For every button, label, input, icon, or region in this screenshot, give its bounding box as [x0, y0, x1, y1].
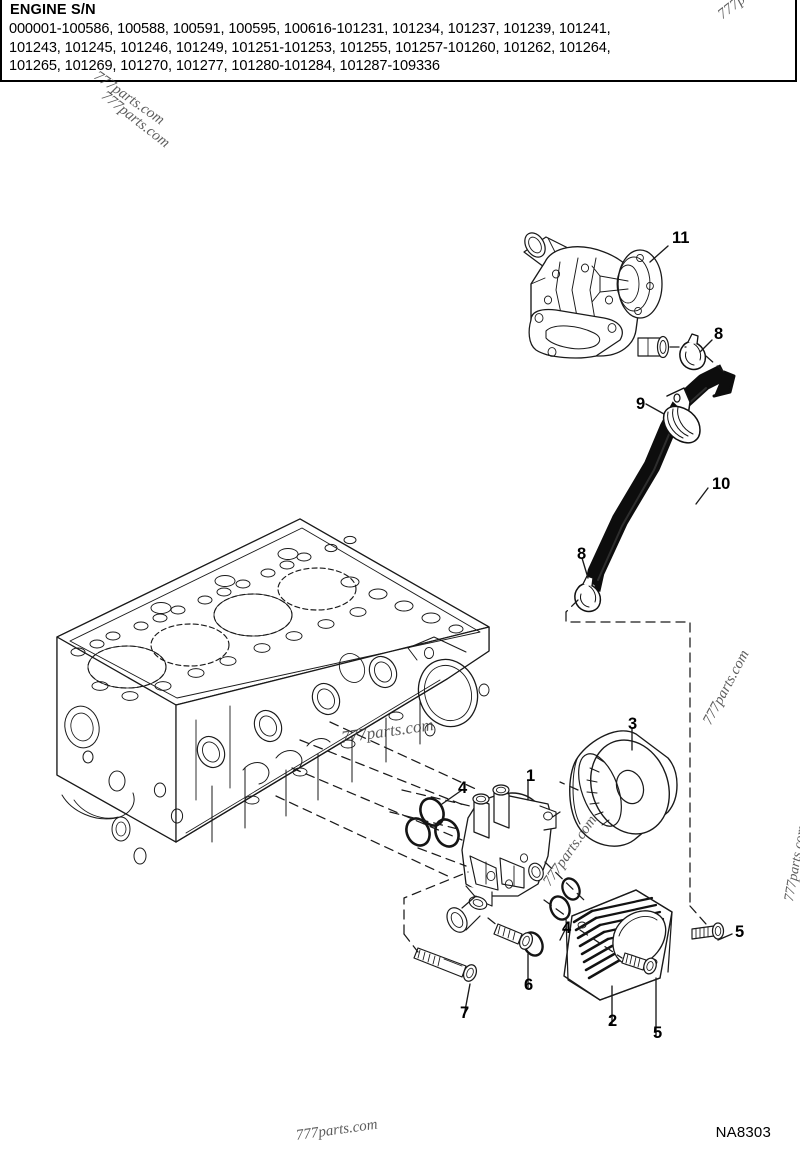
callout-hose-clamp-upper: 8 — [714, 325, 724, 343]
engine-block-illustration — [56, 518, 490, 865]
figure-code: NA8303 — [715, 1124, 771, 1141]
header-title: ENGINE S/N — [10, 2, 96, 18]
water-pump-illustration — [523, 232, 670, 359]
oil-filter-illustration — [569, 730, 678, 847]
engine-serial-header-box: ENGINE S/N 000001-100586, 100588, 100591… — [0, 0, 797, 82]
bolt-short-illustration — [493, 923, 534, 950]
callout-hose-bracket: 9 — [636, 395, 646, 413]
callout-oil-filter-cartridge: 3 — [628, 715, 638, 733]
callout-o-ring-set-upper: 4 — [458, 779, 468, 797]
serial-number-list: 000001-100586, 100588, 100591, 100595, 1… — [9, 21, 611, 75]
callout-oil-filter-housing: 1 — [526, 767, 536, 785]
hose-bracket-illustration — [662, 387, 701, 444]
bolt-cooler-upper-illustration — [691, 922, 725, 940]
callout-oil-cooler: 2 — [608, 1012, 618, 1030]
callout-o-ring-set-lower: 4 — [562, 919, 572, 937]
oil-filter-housing-illustration — [446, 784, 557, 933]
hose-clamp-upper-illustration — [679, 333, 707, 371]
callout-bolt-long: 7 — [460, 1004, 470, 1022]
bolt-cooler-lower-illustration — [621, 952, 657, 975]
callout-bolt-short: 6 — [524, 976, 534, 994]
hose-clamp-lower-illustration — [574, 575, 602, 613]
bolt-long-illustration — [413, 947, 478, 982]
callout-bolt-cooler-lower: 5 — [653, 1024, 663, 1042]
callout-water-hose: 10 — [712, 475, 731, 493]
callout-hose-clamp-lower: 8 — [577, 545, 587, 563]
callout-bolt-cooler-upper: 5 — [735, 923, 745, 941]
callout-water-pump-assembly: 11 — [672, 229, 690, 247]
